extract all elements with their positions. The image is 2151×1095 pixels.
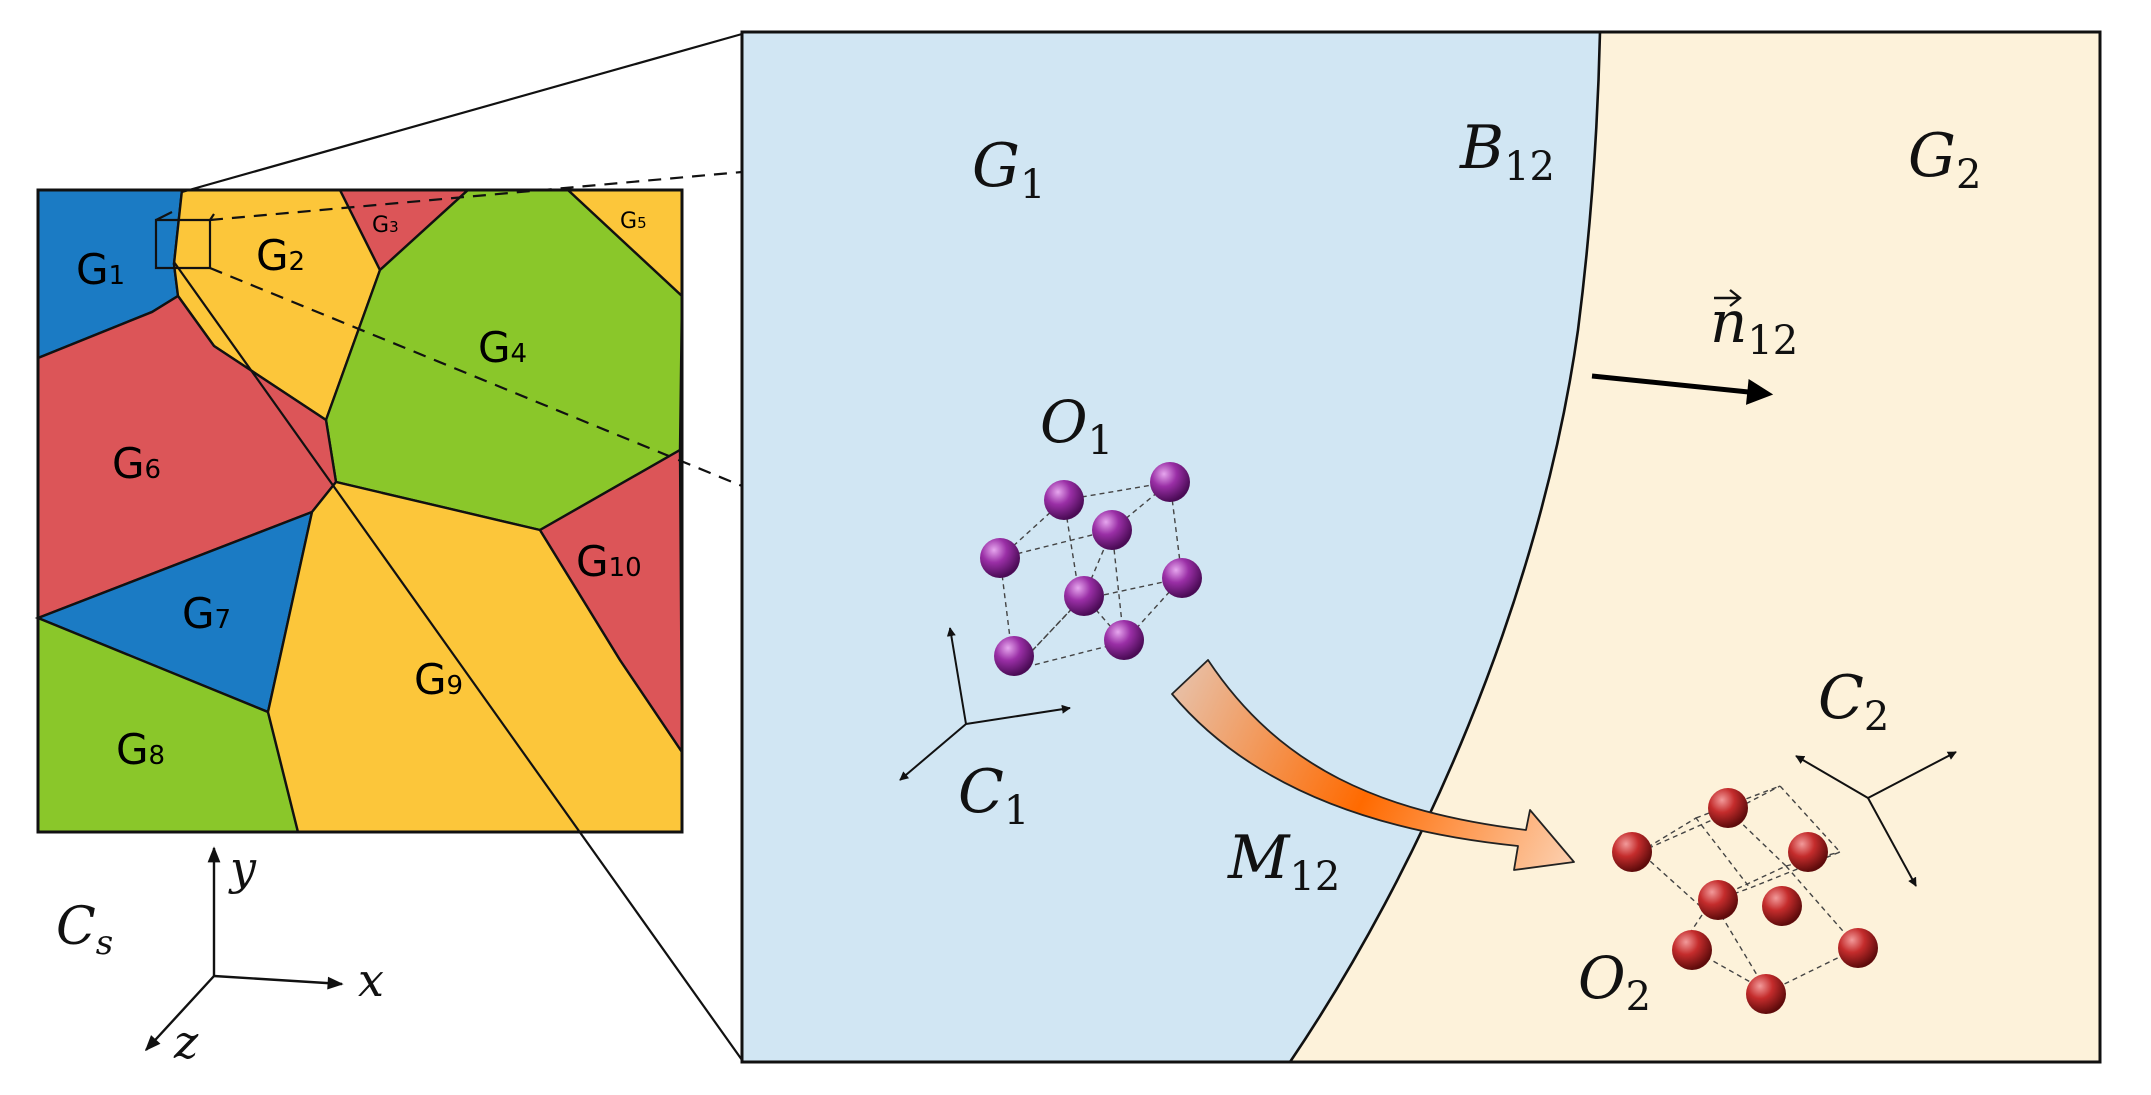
label-crystal-frame1: C1	[958, 757, 1029, 834]
crystal-lattice-o1	[980, 462, 1202, 676]
label-orientation1: O1	[1040, 388, 1113, 464]
sample-frame-label: Cs	[56, 897, 113, 963]
sample-frame-axes: y x z Cs	[56, 841, 384, 1069]
grain-label-g3: G3	[372, 213, 399, 238]
label-grain2: G2	[1908, 121, 1981, 198]
label-grain1: G1	[972, 131, 1045, 208]
vector-arrow-icon	[1714, 289, 1742, 307]
svg-text:n12: n12	[1710, 288, 1798, 364]
microstructure-panel: G1 G2 G3 G4 G5 G6 G7 G8 G9 G10	[34, 188, 684, 834]
misorientation-arrow	[1171, 659, 1575, 871]
crystal-frame-c2: C2	[1795, 663, 1957, 887]
label-misorientation: M12	[1227, 823, 1340, 900]
sample-border	[36, 188, 684, 834]
zoom-panel-border	[740, 30, 2102, 1064]
zoom-panel: G1 B12 G2 n12 O1	[740, 30, 2102, 1064]
grain2-region	[1290, 32, 2100, 1062]
crystal-lattice-o2	[1612, 785, 1878, 1014]
grain-label-g8: G8	[116, 725, 165, 774]
label-crystal-frame2: C2	[1818, 663, 1889, 740]
grain-label-g1: G1	[76, 245, 125, 294]
grain-label-g2: G2	[256, 231, 305, 280]
grain-label-g4: G4	[478, 323, 527, 372]
grain-boundary-line	[1288, 31, 1602, 1063]
grain-label-g6: G6	[112, 439, 161, 488]
grain-label-g9: G9	[414, 655, 463, 704]
normal-vector-arrow	[1591, 373, 1774, 405]
label-boundary: B12	[1459, 113, 1555, 190]
axis-label-y: y	[228, 841, 257, 895]
grain-label-g10: G10	[576, 537, 642, 586]
axis-label-x: x	[358, 953, 384, 1007]
projection-lines	[173, 32, 743, 1061]
axis-label-z: z	[173, 1015, 199, 1069]
crystal-frame-c1: C1	[899, 627, 1071, 834]
grain-label-g7: G7	[182, 589, 231, 638]
label-orientation2: O2	[1578, 944, 1651, 1020]
label-normal: n12	[1710, 288, 1798, 364]
grain-label-g5: G5	[620, 209, 647, 234]
